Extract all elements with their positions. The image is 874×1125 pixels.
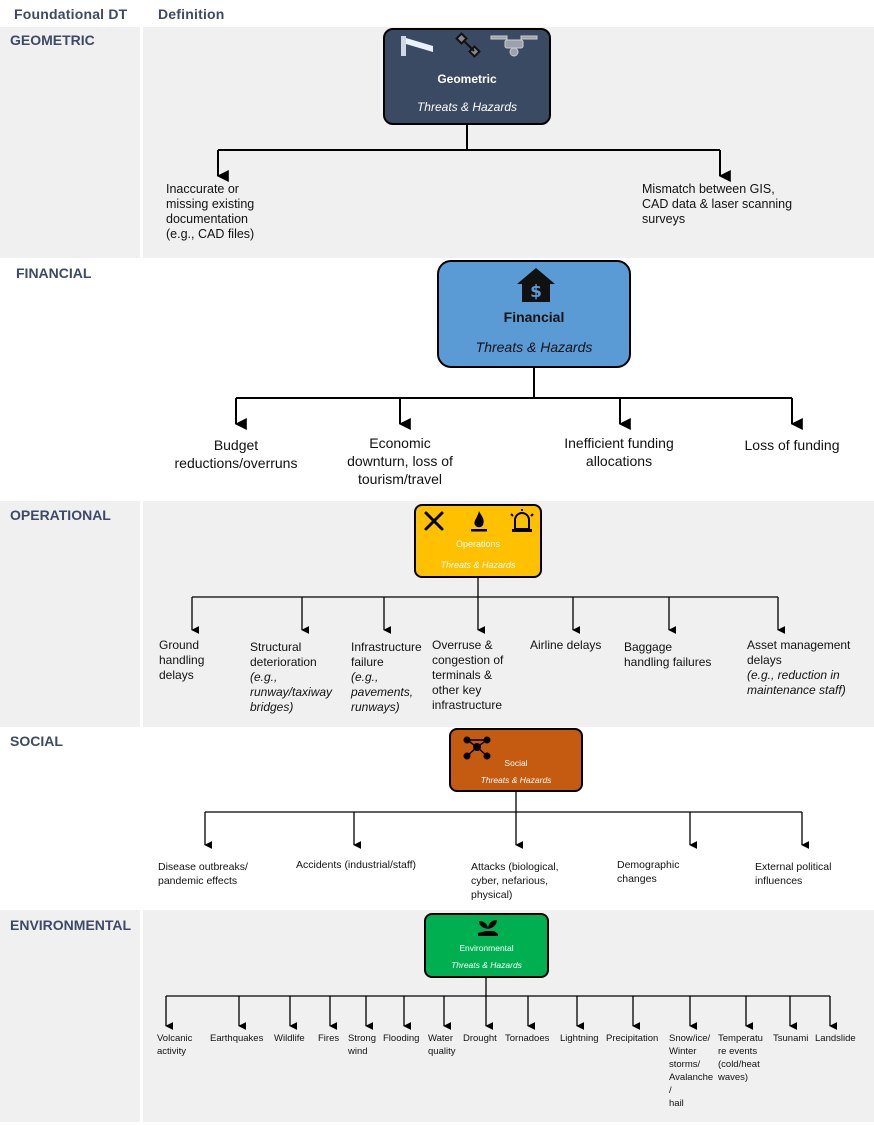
operational-leaf-4: Overruse & congestion of terminals & oth… <box>432 638 522 713</box>
environmental-leaf-2: Earthquakes <box>210 1033 264 1044</box>
financial-box-title: Financial <box>503 309 565 325</box>
environmental-leaf-12: Snow/ice/ Winter storms/ Avalanche / hai… <box>669 1033 714 1109</box>
network-people-icon <box>459 732 495 767</box>
label-environmental: ENVIRONMENTAL <box>10 917 132 933</box>
social-leaf-5: External political influences <box>755 861 832 887</box>
environmental-leaf-14: Tsunami <box>773 1033 809 1044</box>
operational-leaf-1-text: Ground handling delays <box>159 638 205 682</box>
drone-icon <box>489 33 539 64</box>
alarm-light-icon <box>508 509 536 538</box>
operational-leaf-3-italic: (e.g., pavements, runways) <box>351 670 414 714</box>
environmental-leaf-11: Precipitation <box>606 1033 659 1044</box>
label-financial: FINANCIAL <box>16 265 92 281</box>
social-leaf-1: Disease outbreaks/ pandemic effects <box>158 861 248 887</box>
operational-leaf-7: Asset management delays (e.g., reduction… <box>747 638 867 698</box>
environmental-box-title: Environmental <box>459 943 514 953</box>
operational-box-title: Operations <box>455 539 501 549</box>
column-divider <box>140 27 143 1122</box>
environmental-leaf-5: Strong wind <box>348 1033 376 1057</box>
environmental-leaf-10: Lightning <box>560 1033 599 1044</box>
financial-leaf-4: Loss of funding <box>744 437 840 453</box>
environmental-leaf-15: Landslide <box>815 1033 856 1044</box>
operational-box-subtitle: Threats & Hazards <box>440 560 516 570</box>
social-leaf-2: Accidents (industrial/staff) <box>296 859 417 871</box>
operational-leaf-6-text: Baggage handling failures <box>624 640 712 669</box>
operational-leaf-6: Baggage handling failures <box>624 640 734 670</box>
social-box: Social Threats & Hazards <box>449 728 583 792</box>
operational-leaf-7-italic: (e.g., reduction in maintenance staff) <box>747 668 846 697</box>
environmental-leaf-3: Wildlife <box>274 1033 305 1044</box>
social-box-title: Social <box>504 758 528 768</box>
label-operational: OPERATIONAL <box>10 507 111 523</box>
operational-leaf-1: Ground handling delays <box>159 638 239 683</box>
environmental-leaf-9: Tornadoes <box>505 1033 550 1044</box>
environmental-box: Environmental Threats & Hazards <box>424 913 549 978</box>
environmental-leaf-1: Volcanic activity <box>157 1033 193 1057</box>
environmental-box-subtitle: Threats & Hazards <box>451 960 522 970</box>
geometric-box-subtitle: Threats & Hazards <box>416 100 518 114</box>
financial-leaf-1: Budget reductions/overruns <box>174 437 298 471</box>
operational-box: Operations Threats & Hazards <box>414 504 542 578</box>
geometric-leaf-1: Inaccurate or missing existing documenta… <box>166 182 255 241</box>
label-social: SOCIAL <box>10 733 63 749</box>
environmental-leaf-6: Flooding <box>383 1033 420 1044</box>
operational-leaf-3-text: Infrastructure failure <box>351 640 422 669</box>
operational-leaf-4-text: Overruse & congestion of terminals & oth… <box>432 638 504 712</box>
geometric-box-title: Geometric <box>437 72 497 86</box>
operational-leaf-7-text: Asset management delays <box>747 638 851 667</box>
operational-leaf-2: Structural deterioration (e.g., runway/t… <box>250 640 350 715</box>
financial-leaf-2: Economic downturn, loss of tourism/trave… <box>347 435 453 487</box>
financial-box: $ Financial Threats & Hazards <box>437 260 631 368</box>
tools-icon <box>422 509 446 538</box>
geometric-box: Geometric Threats & Hazards <box>383 28 551 125</box>
environmental-leaf-8: Drought <box>463 1033 497 1044</box>
seedling-hand-icon <box>476 917 500 942</box>
environmental-leaf-13: Temperatu re events (cold/heat waves) <box>718 1033 763 1083</box>
operational-leaf-2-italic: (e.g., runway/taxiway bridges) <box>250 670 333 714</box>
geometric-leaf-2: Mismatch between GIS, CAD data & laser s… <box>642 182 793 226</box>
financial-leaf-3: Inefficient funding allocations <box>564 435 674 469</box>
label-geometric: GEOMETRIC <box>10 32 95 48</box>
satellite-icon <box>455 32 483 65</box>
operational-leaf-2-text: Structural deterioration <box>250 640 317 669</box>
header-foundational-dt: Foundational DT <box>14 6 128 22</box>
environmental-leaf-4: Fires <box>318 1033 340 1044</box>
operational-leaf-3: Infrastructure failure (e.g., pavements,… <box>351 640 431 715</box>
social-leaf-3: Attacks (biological, cyber, nefarious, p… <box>471 861 559 901</box>
laser-scanner-icon <box>399 32 435 65</box>
house-dollar-icon: $ <box>515 266 557 309</box>
social-box-subtitle: Threats & Hazards <box>480 775 552 785</box>
financial-box-subtitle: Threats & Hazards <box>475 339 593 355</box>
social-leaf-4: Demographic changes <box>617 859 680 885</box>
svg-text:$: $ <box>530 282 542 302</box>
environmental-leaf-7: Water quality <box>428 1033 456 1057</box>
header-definition: Definition <box>158 6 225 22</box>
operational-leaf-5: Airline delays <box>530 638 620 653</box>
operational-leaf-5-text: Airline delays <box>530 638 602 652</box>
fire-icon <box>468 509 490 538</box>
